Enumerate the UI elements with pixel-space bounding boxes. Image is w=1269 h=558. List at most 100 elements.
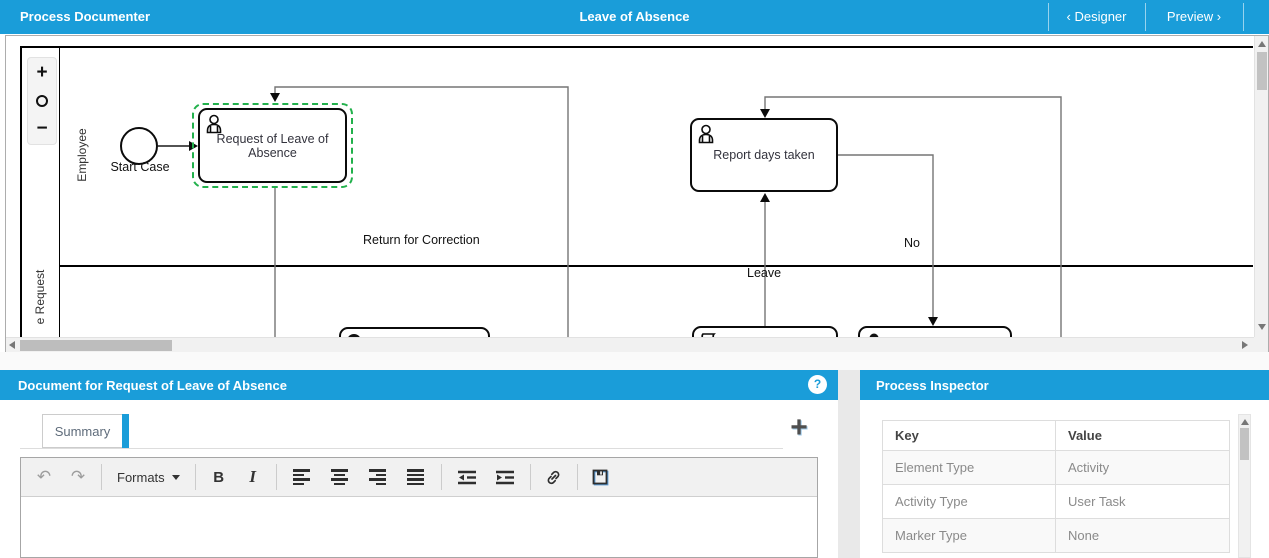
help-icon[interactable]: ? [808,375,827,394]
header-divider [1243,3,1244,31]
redo-button[interactable]: ↷ [70,467,86,486]
align-right-icon [369,469,387,485]
toolbar-separator [529,464,531,490]
chevron-down-icon [171,474,180,480]
toolbar-separator [440,464,442,490]
link-icon [547,470,560,484]
sequence-flows [158,86,1062,338]
document-panel-title: Document for Request of Leave of Absence [18,378,287,393]
task-request-of-leave[interactable]: Request of Leave of Absence [198,108,347,183]
table-header-row: Key Value [882,420,1230,451]
scroll-right-icon[interactable] [1242,341,1248,349]
start-event-label: Start Case [110,160,170,174]
user-task-icon [698,124,714,144]
tab-underline [20,448,783,449]
formats-dropdown[interactable]: Formats [109,462,188,492]
indent-button[interactable] [487,462,523,492]
arrowhead [760,109,770,118]
align-center-button[interactable] [322,462,358,492]
outdent-icon [457,470,476,484]
inspector-scrollbar[interactable] [1238,414,1251,558]
zoom-out-button[interactable]: − [36,117,48,139]
indent-icon [495,470,514,484]
formats-label: Formats [117,469,165,485]
zoom-in-button[interactable]: + [36,62,48,84]
arrowhead [928,317,938,326]
pool-name-column-line [59,46,60,338]
document-panel: Document for Request of Leave of Absence… [0,370,838,558]
process-title: Leave of Absence [579,9,690,24]
inspector-panel-title: Process Inspector [876,378,989,393]
task-report-days-taken[interactable]: Report days taken [690,118,838,192]
inspector-panel-header: Process Inspector [860,370,1269,400]
scroll-left-icon[interactable] [9,341,15,349]
flow-into-report-top[interactable] [764,96,1062,338]
flow-return-for-correction[interactable] [274,86,569,338]
flow-label-leave: Leave [747,266,782,280]
align-justify-button[interactable] [398,462,434,492]
bold-button[interactable]: B [213,468,225,486]
pool-left-border [20,46,22,338]
canvas-horizontal-scrollbar[interactable] [6,337,1254,352]
lane-label-employee: Employee [75,128,89,182]
toolbar-separator [576,464,578,490]
pool-label: e Request [33,269,47,325]
key-cell: Element Type [882,450,1056,485]
header-divider [1048,3,1049,31]
key-cell: Marker Type [882,518,1056,553]
column-header-value: Value [1055,420,1230,451]
italic-button[interactable]: I [249,467,256,486]
table-row: Marker Type None [882,518,1230,553]
document-editor-content[interactable] [21,497,817,557]
canvas-vertical-scrollbar[interactable] [1254,36,1268,338]
table-row: Activity Type User Task [882,484,1230,519]
zoom-reset-icon[interactable] [36,94,48,107]
column-header-key: Key [882,420,1056,451]
flow-no[interactable] [838,154,934,317]
tab-summary[interactable]: Summary [42,414,122,448]
save-button[interactable] [585,462,617,492]
horizontal-scroll-thumb[interactable] [20,340,172,351]
align-right-button[interactable] [360,462,396,492]
arrowhead [270,93,280,102]
spacer-strip [0,352,1269,370]
document-panel-body: Summary + ↶ ↷ Formats B I [0,400,838,558]
tab-active-accent [122,414,129,448]
table-row: Element Type Activity [882,450,1230,485]
align-center-icon [331,469,349,485]
lane-divider [59,265,1253,267]
inspector-panel-body: Key Value Element Type Activity Activity… [860,400,1269,558]
add-tab-button[interactable]: + [790,411,808,444]
bpmn-canvas[interactable]: e Request Employee Start Case Request of… [5,35,1269,353]
insert-link-button[interactable] [538,462,570,492]
arrowhead [760,193,770,202]
inspector-panel: Process Inspector Key Value Element Type… [860,370,1269,558]
start-event[interactable] [120,127,158,165]
toolbar-separator [101,464,102,490]
preview-button[interactable]: Preview › [1166,9,1222,24]
task-label: Report days taken [713,148,815,162]
rich-text-editor: ↶ ↷ Formats B I [20,457,818,558]
editor-toolbar: ↶ ↷ Formats B I [21,458,817,497]
toolbar-separator [194,464,196,490]
designer-button[interactable]: ‹ Designer [1066,9,1127,24]
align-left-button[interactable] [284,462,320,492]
outdent-button[interactable] [449,462,485,492]
value-cell: User Task [1055,484,1230,519]
scroll-up-icon[interactable] [1241,419,1249,425]
task-label: Request of Leave of Absence [216,131,329,160]
toolbar-separator [275,464,277,490]
document-panel-header: Document for Request of Leave of Absence… [0,370,838,400]
scroll-down-icon[interactable] [1258,324,1266,330]
inspector-scroll-thumb[interactable] [1240,428,1249,460]
pool-top-border [20,46,1253,48]
vertical-scroll-thumb[interactable] [1257,52,1267,90]
app-title: Process Documenter [20,9,151,24]
value-cell: None [1055,518,1230,553]
align-justify-icon [407,469,425,485]
align-left-icon [293,469,311,485]
undo-button[interactable]: ↶ [36,467,52,486]
scroll-up-icon[interactable] [1258,41,1266,47]
value-cell: Activity [1055,450,1230,485]
selection-outline: Request of Leave of Absence [192,103,353,188]
